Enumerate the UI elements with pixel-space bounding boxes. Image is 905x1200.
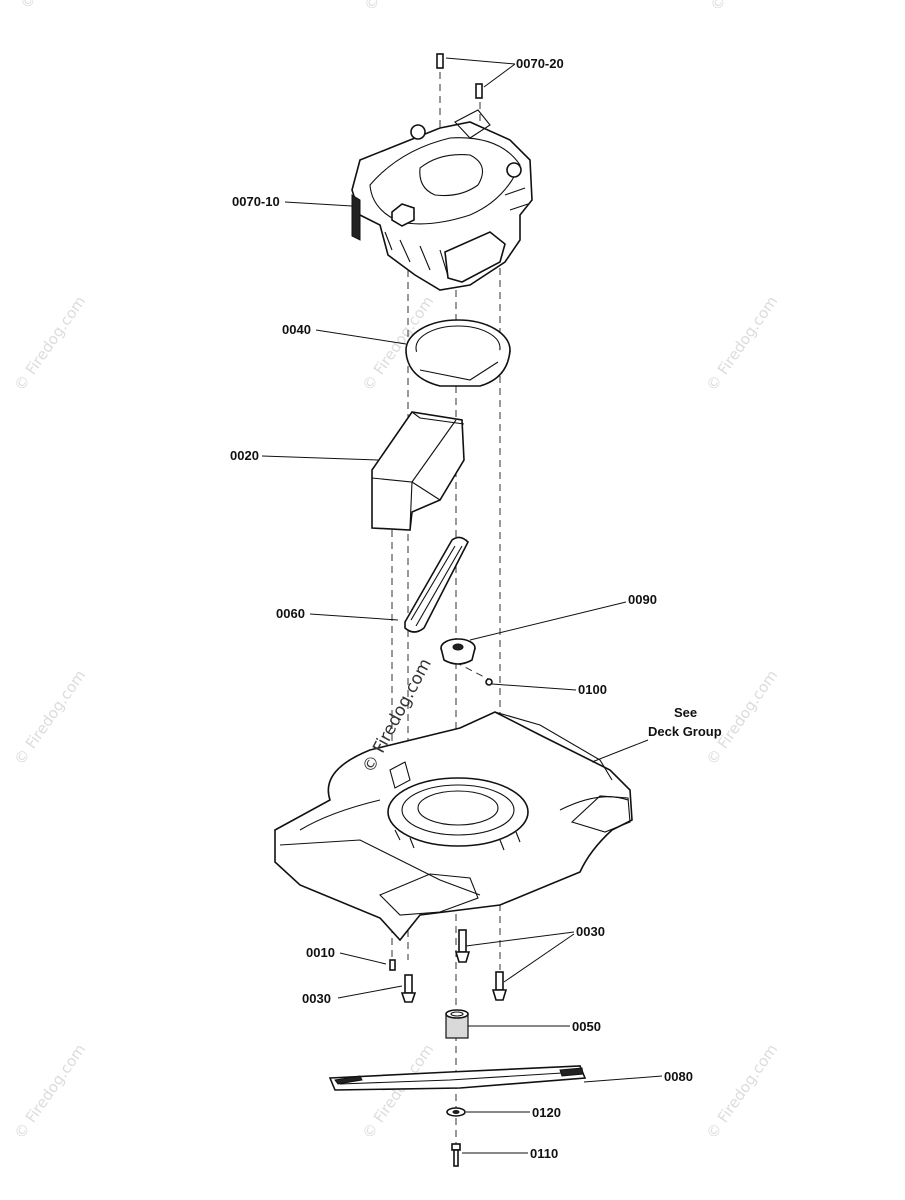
label-0040: 0040 (282, 322, 311, 337)
label-see: See (674, 705, 697, 720)
engine-0070-10 (351, 109, 533, 291)
label-0010: 0010 (306, 945, 335, 960)
watermark-row4-right: © Firedog.com (703, 1041, 782, 1143)
watermark-top-right: © Firedog.com (707, 0, 786, 14)
label-0020: 0020 (230, 448, 259, 463)
belt-0060 (404, 536, 469, 633)
bolt-0110 (451, 1143, 461, 1167)
bolts-0070-20 (436, 53, 483, 99)
label-0120: 0120 (532, 1105, 561, 1120)
label-0070-10: 0070-10 (232, 194, 280, 209)
pulley-0090 (440, 638, 476, 665)
part-labels: 0070-20 0070-10 0040 0020 0060 0090 0100… (230, 56, 722, 1161)
leader-lines (261, 57, 663, 1154)
baffle-0020 (371, 411, 465, 531)
washer-0120 (446, 1107, 466, 1117)
adapter-0050 (445, 1009, 469, 1039)
mower-deck (274, 711, 633, 942)
blade-0080 (328, 1065, 587, 1091)
label-0070-20: 0070-20 (516, 56, 564, 71)
label-0030-left: 0030 (302, 991, 331, 1006)
watermark-top-mid: © Firedog.com (361, 0, 440, 14)
bolts-0030 (400, 929, 508, 1003)
label-0060: 0060 (276, 606, 305, 621)
label-0090: 0090 (628, 592, 657, 607)
watermark-row3-left: © Firedog.com (11, 667, 90, 769)
ring-0040 (405, 319, 511, 387)
watermark-row4-mid: © Firedog.com (359, 1041, 438, 1143)
pin-0100 (485, 678, 493, 686)
screw-0010 (389, 959, 396, 971)
watermark-row2-left: © Firedog.com (11, 293, 90, 395)
watermark-row4-left: © Firedog.com (11, 1041, 90, 1143)
label-0110: 0110 (530, 1146, 558, 1161)
watermark-row2-right: © Firedog.com (703, 293, 782, 395)
label-0100: 0100 (578, 682, 607, 697)
label-0050: 0050 (572, 1019, 601, 1034)
label-0030-right: 0030 (576, 924, 605, 939)
label-0080: 0080 (664, 1069, 693, 1084)
label-deck-group: Deck Group (648, 724, 722, 739)
watermark-row3-right: © Firedog.com (703, 667, 782, 769)
watermark-top-left: © Firedog.com (17, 0, 96, 12)
